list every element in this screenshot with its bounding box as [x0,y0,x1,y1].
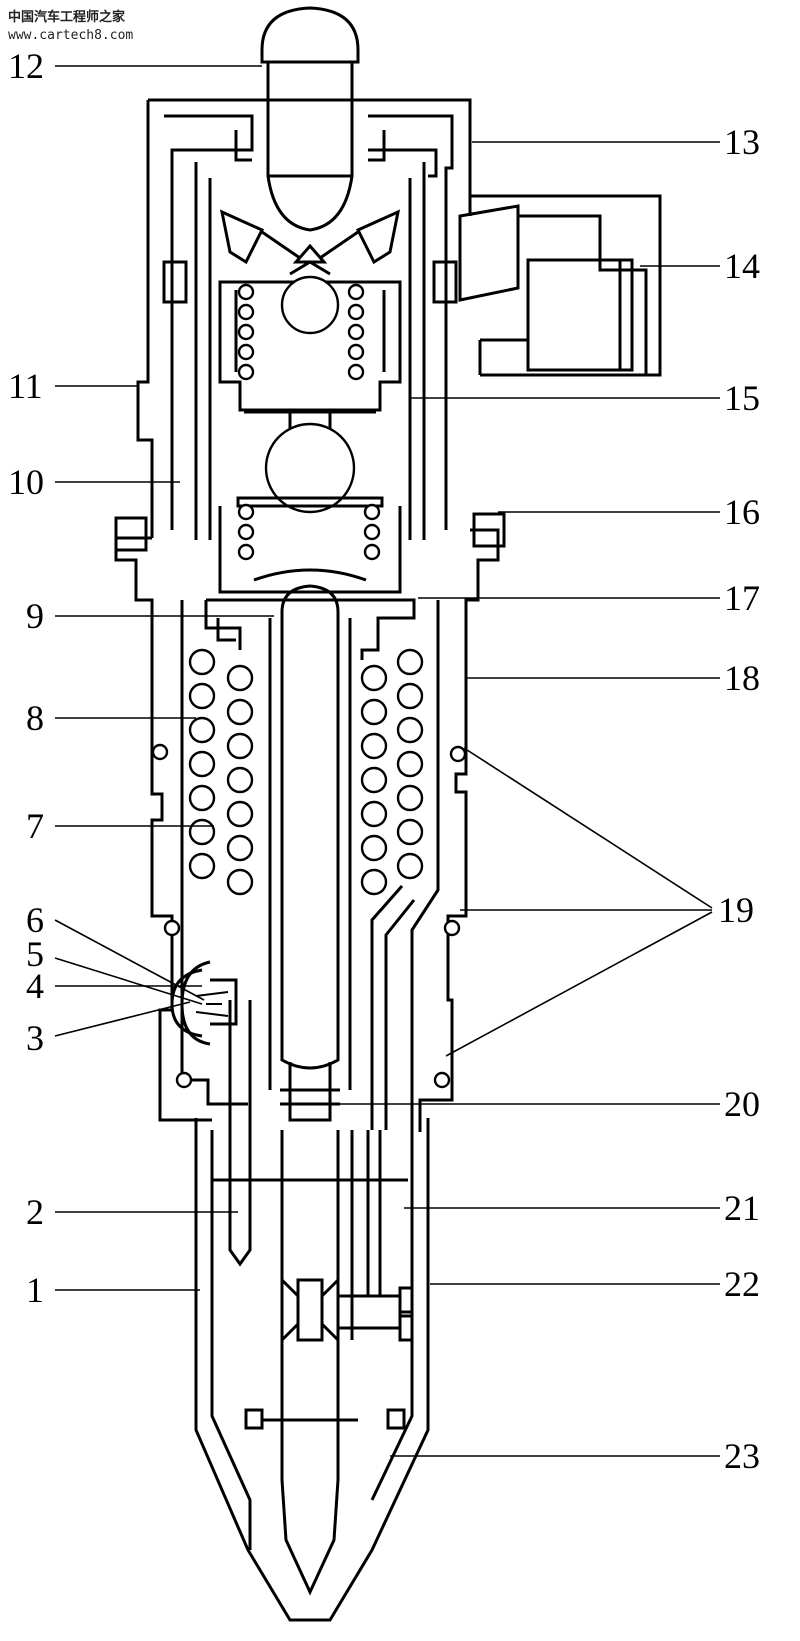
callout-21: 21 [724,1188,760,1228]
fuel-passage [228,1000,252,1267]
spring-coil [226,834,254,862]
callout-7: 7 [26,806,44,846]
spring-coil [226,766,254,794]
callout-3: 3 [26,1018,44,1058]
spring-coil [396,784,424,812]
spring-coil [347,303,365,321]
callout-13: 13 [724,122,760,162]
callout-15: 15 [724,378,760,418]
spring-coil [347,283,365,301]
spring-coil [347,343,365,361]
callout-11: 11 [8,366,43,406]
spring-coil [237,343,255,361]
callout-23: 23 [724,1436,760,1476]
spring-coil [360,732,388,760]
upper-housing [136,98,662,540]
callout-12: 12 [8,46,44,86]
spring-coil [396,750,424,778]
callout-22: 22 [724,1264,760,1304]
callout-1: 1 [26,1270,44,1310]
callout-19: 19 [718,890,754,930]
spring-coil [360,698,388,726]
spring-coil [360,664,388,692]
spring-coil [226,800,254,828]
spring-coil [360,868,388,896]
spring-coil [396,682,424,710]
main-spring [188,648,424,896]
spring-coil [237,323,255,341]
spring-coil [188,784,216,812]
callout-18: 18 [724,658,760,698]
callout-10: 10 [8,462,44,502]
spring-coil [396,716,424,744]
callout-9: 9 [26,596,44,636]
side-lugs [114,512,506,552]
spring-coil [347,323,365,341]
spring-coil [226,868,254,896]
spring-coil [363,543,381,561]
rocker-cap [260,6,360,102]
callout-labels: 12 11 10 9 8 7 6 5 4 3 2 1 13 14 15 16 1… [8,46,760,1476]
callout-5: 5 [26,934,44,974]
spring-coil [188,818,216,846]
upper-valve-cage [218,260,402,412]
spring-coil [237,523,255,541]
spring-coil [188,648,216,676]
spring-coil [188,852,216,880]
spring-coil [237,543,255,561]
spring-coil [363,503,381,521]
spring-coil [396,818,424,846]
watermark-url: www.cartech8.com [8,28,134,43]
spring-coil [237,503,255,521]
spring-coil [188,682,216,710]
spring-coil [360,834,388,862]
callout-20: 20 [724,1084,760,1124]
inlet-check-valve [170,960,238,1046]
spring-coil [188,716,216,744]
callout-4: 4 [26,966,44,1006]
callout-14: 14 [724,246,760,286]
callout-8: 8 [26,698,44,738]
spring-coil [363,523,381,541]
spring-coil [360,800,388,828]
spring-coil [347,363,365,381]
spring-coil [360,766,388,794]
spring-coil [226,698,254,726]
middle-body [114,528,500,1132]
solenoid-connector [458,196,648,375]
spring-coil [237,303,255,321]
o-rings [151,743,467,1089]
callout-6: 6 [26,900,44,940]
watermark-site-name: 中国汽车工程师之家 [8,10,126,25]
spring-coil [188,750,216,778]
callout-16: 16 [724,492,760,532]
lower-valve [218,410,402,594]
spring-coil [237,363,255,381]
spring-coil [396,648,424,676]
spring-retainer [204,598,416,660]
spring-coil [237,283,255,301]
callout-2: 2 [26,1192,44,1232]
spring-coil [226,732,254,760]
spring-coil [226,664,254,692]
plunger [268,584,352,1122]
spring-coil [396,852,424,880]
valve-springs [237,283,381,561]
callout-17: 17 [724,578,760,618]
nozzle-body [194,1118,430,1622]
leader-lines [54,65,720,1457]
